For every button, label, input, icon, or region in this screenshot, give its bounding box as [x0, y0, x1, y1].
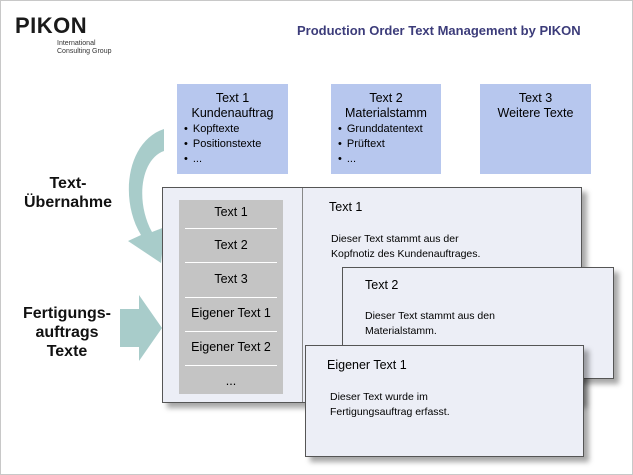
- logo-wordmark: PIKON: [15, 13, 88, 38]
- list-divider: [185, 365, 277, 366]
- source-box-bullets: Kopftexte Positionstexte ...: [177, 122, 288, 167]
- bullet-item: ...: [184, 152, 288, 167]
- window-text-line: Kopfnotiz des Kundenauftrages.: [331, 248, 481, 260]
- window-text-line: Dieser Text stammt aus der: [331, 233, 459, 245]
- window-body-text: Dieser Text stammt aus den Materialstamm…: [365, 309, 495, 339]
- window-text-line: Dieser Text stammt aus den: [365, 310, 495, 322]
- page-title: Production Order Text Management by PIKO…: [297, 23, 581, 38]
- window-text-line: Materialstamm.: [365, 325, 437, 337]
- list-item-text-3[interactable]: Text 3: [214, 272, 248, 286]
- text-list: Text 1 Text 2 Text 3 Eigener Text 1 Eige…: [179, 200, 283, 394]
- label-line: Übernahme: [23, 194, 113, 211]
- window-text-line: Fertigungsauftrag erfasst.: [330, 406, 450, 418]
- label-line: auftrags: [35, 324, 99, 341]
- source-box-weitere-texte: Text 3 Weitere Texte: [480, 84, 591, 174]
- bullet-item: Grunddatentext: [338, 122, 441, 137]
- source-box-subtitle: Materialstamm: [345, 106, 427, 120]
- window-body-text: Dieser Text wurde im Fertigungsauftrag e…: [330, 390, 450, 420]
- list-divider: [185, 331, 277, 332]
- bullet-item: ...: [338, 152, 441, 167]
- source-box-subtitle: Weitere Texte: [497, 106, 574, 120]
- text-window-eigener-text-1: Eigener Text 1 Dieser Text wurde im Fert…: [305, 345, 584, 457]
- source-box-title: Text 2: [369, 91, 403, 105]
- window-text-line: Dieser Text wurde im: [330, 391, 428, 403]
- label-text-uebernahme: Text- Übernahme: [16, 174, 120, 212]
- list-item-eigener-text-2[interactable]: Eigener Text 2: [191, 340, 271, 354]
- window-title: Text 2: [365, 278, 399, 292]
- source-box-title: Text 1: [215, 91, 250, 105]
- source-box-materialstamm: Text 2 Materialstamm Grunddatentext Prüf…: [331, 84, 441, 174]
- list-divider: [185, 297, 277, 298]
- window-title: Text 1: [329, 200, 363, 214]
- label-line: Texte: [46, 343, 88, 360]
- bullet-item: Positionstexte: [184, 137, 288, 152]
- source-box-subtitle: Kundenauftrag: [191, 106, 274, 120]
- bullet-item: Prüftext: [338, 137, 441, 152]
- list-item-text-1[interactable]: Text 1: [214, 205, 248, 219]
- list-item-eigener-text-1[interactable]: Eigener Text 1: [191, 306, 271, 320]
- pikon-logo: PIKON International Consulting Group: [15, 13, 155, 59]
- window-body-text: Dieser Text stammt aus der Kopfnotiz des…: [331, 232, 480, 262]
- window-divider: [302, 188, 303, 402]
- source-box-kundenauftrag: Text 1 Kundenauftrag Kopftexte Positions…: [177, 84, 288, 174]
- list-divider: [185, 228, 277, 229]
- logo-subtitle-line: International: [57, 40, 96, 47]
- bullet-item: Kopftexte: [184, 122, 288, 137]
- logo-subtitle-line: Consulting Group: [57, 48, 112, 55]
- window-title: Eigener Text 1: [327, 358, 407, 372]
- source-box-bullets: Grunddatentext Prüftext ...: [331, 122, 441, 167]
- label-fertigungsauftrags-texte: Fertigungs- auftrags Texte: [11, 304, 123, 361]
- label-line: Text-: [49, 175, 87, 192]
- list-item-more[interactable]: ...: [225, 374, 237, 388]
- list-divider: [185, 262, 277, 263]
- curved-arrow-icon: [128, 129, 165, 263]
- source-box-title: Text 3: [518, 91, 553, 105]
- right-arrow-icon: [120, 295, 162, 361]
- list-item-text-2[interactable]: Text 2: [214, 238, 248, 252]
- label-line: Fertigungs-: [23, 305, 111, 322]
- logo-subtitle: International Consulting Group: [57, 40, 111, 56]
